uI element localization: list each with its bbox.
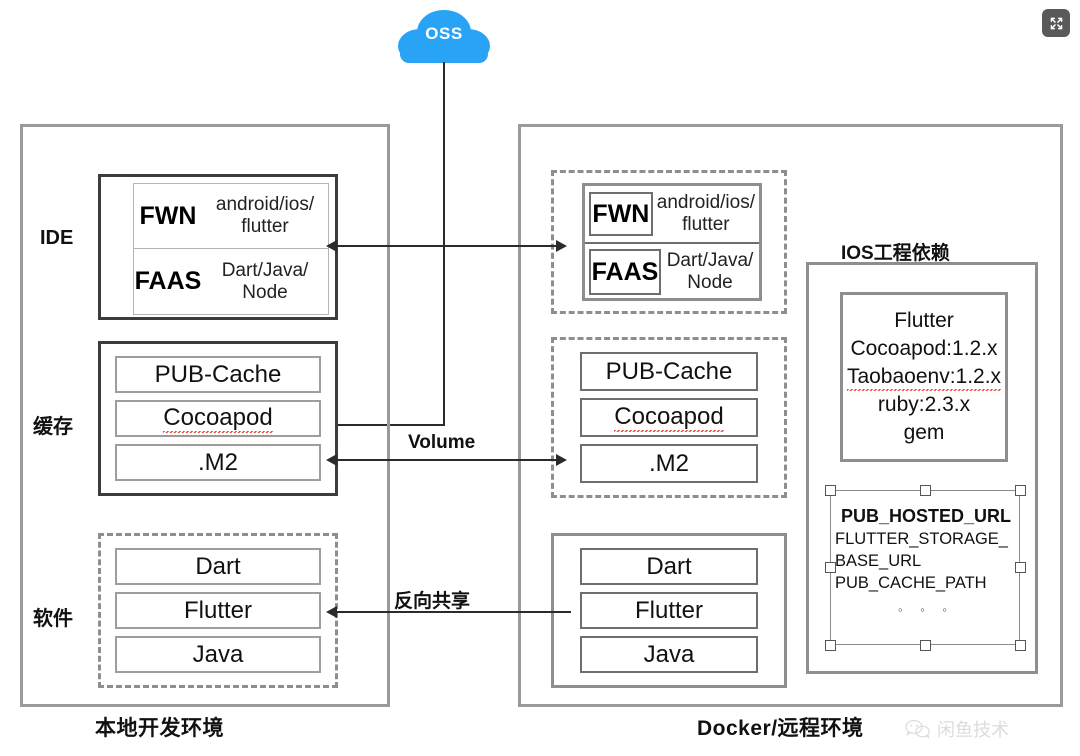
docker-cache-item-cocoapod-text: Cocoapod (614, 403, 724, 432)
env-var-flutter-storage: FLUTTER_STORAGE_ (835, 529, 1008, 548)
ios-dependencies-title: IOS工程依赖 (841, 243, 950, 264)
ios-dependency-cocoapod: Cocoapod:1.2.x (850, 335, 997, 363)
local-ide-row-fwn: FWN android/ios/ flutter (133, 183, 329, 249)
row-label-software: 软件 (33, 608, 73, 630)
local-cache-item-pub-cache: PUB-Cache (115, 356, 321, 393)
local-software-item-flutter: Flutter (115, 592, 321, 629)
resize-handle-s[interactable] (920, 640, 931, 651)
ios-dependency-ruby: ruby:2.3.x (877, 393, 971, 417)
docker-ide-fwn-value-line2: flutter (682, 214, 730, 235)
ios-dependencies-box: Flutter Cocoapod:1.2.x Taobaoenv:1.2.x r… (840, 292, 1008, 462)
ios-dependency-taobaoenv: Taobaoenv:1.2.x (846, 362, 1002, 392)
local-cache-item-cocoapod: Cocoapod (115, 400, 321, 437)
volume-connector-label: Volume (408, 432, 476, 453)
expand-arrows-icon (1050, 17, 1062, 29)
docker-cache-item-m2: .M2 (580, 444, 758, 483)
local-cache-item-cocoapod-text: Cocoapod (163, 404, 273, 433)
ios-dependency-cocoapod-text: Cocoapod:1.2.x (850, 336, 998, 360)
local-cache-item-m2: .M2 (115, 444, 321, 481)
docker-ide-fwn-value: android/ios/ flutter (653, 186, 759, 242)
fullscreen-button[interactable] (1042, 9, 1070, 37)
local-ide-fwn-value: android/ios/ flutter (202, 184, 328, 248)
docker-software-item-flutter: Flutter (580, 592, 758, 629)
docker-ide-row-faas: FAAS Dart/Java/ Node (585, 244, 759, 300)
docker-cache-group: PUB-Cache Cocoapod .M2 (551, 337, 787, 498)
resize-handle-w[interactable] (825, 562, 836, 573)
docker-software-group: Dart Flutter Java (551, 533, 787, 688)
local-environment-panel (20, 124, 390, 707)
local-ide-fwn-key: FWN (139, 201, 197, 230)
env-vars-box[interactable]: PUB_HOSTED_URL FLUTTER_STORAGE_ BASE_URL… (825, 485, 1026, 651)
local-ide-faas-value: Dart/Java/ Node (202, 249, 328, 314)
docker-software-item-dart: Dart (580, 548, 758, 585)
local-ide-row-faas: FAAS Dart/Java/ Node (133, 249, 329, 315)
local-ide-faas-value-line2: Node (242, 281, 288, 303)
local-ide-faas-value-line1: Dart/Java/ (221, 259, 309, 281)
volume-connector-line (336, 459, 558, 461)
docker-ide-inner: FWN android/ios/ flutter FAAS Dart/Java/… (582, 183, 762, 301)
docker-ide-row-fwn: FWN android/ios/ flutter (585, 186, 759, 244)
row-label-ide: IDE (40, 227, 74, 249)
wechat-icon (905, 719, 930, 739)
docker-ide-fwn-value-line1: android/ios/ (656, 192, 755, 214)
docker-software-item-java: Java (580, 636, 758, 673)
docker-environment-caption: Docker/远程环境 (697, 717, 864, 740)
local-software-item-java: Java (115, 636, 321, 673)
ide-connector-arrow-left (326, 240, 337, 252)
local-ide-fwn-value-line1: android/ios/ (215, 194, 315, 216)
reverse-share-connector-label: 反向共享 (394, 591, 471, 612)
ide-connector-line (336, 245, 558, 247)
docker-ide-faas-key: FAAS (589, 249, 661, 295)
watermark: 闲鱼技术 (905, 716, 1009, 742)
local-cache-group: PUB-Cache Cocoapod .M2 (98, 341, 338, 496)
oss-connector-horizontal (336, 424, 445, 426)
row-label-cache: 缓存 (33, 416, 73, 438)
volume-connector-arrow-left (326, 454, 337, 466)
cloud-shape-icon (398, 10, 490, 63)
local-software-item-dart: Dart (115, 548, 321, 585)
docker-ide-faas-value-line1: Dart/Java/ (666, 250, 754, 272)
resize-handle-sw[interactable] (825, 640, 836, 651)
docker-cache-item-pub-cache: PUB-Cache (580, 352, 758, 391)
resize-handle-nw[interactable] (825, 485, 836, 496)
reverse-share-connector-arrow-left (326, 606, 337, 618)
resize-handle-e[interactable] (1015, 562, 1026, 573)
docker-ide-group: FWN android/ios/ flutter FAAS Dart/Java/… (551, 170, 787, 314)
volume-connector-arrow-right (556, 454, 567, 466)
local-environment-caption: 本地开发环境 (95, 717, 224, 740)
env-var-pub-cache-path: PUB_CACHE_PATH (835, 573, 987, 592)
env-vars-list: PUB_HOSTED_URL FLUTTER_STORAGE_ BASE_URL… (831, 491, 1019, 618)
local-ide-fwn-value-line2: flutter (241, 216, 289, 237)
reverse-share-connector-line (336, 611, 571, 613)
ios-dependency-gem: gem (903, 421, 945, 445)
docker-cache-item-cocoapod: Cocoapod (580, 398, 758, 437)
local-ide-group: FWN android/ios/ flutter FAAS Dart/Java/… (98, 174, 338, 320)
docker-ide-faas-value: Dart/Java/ Node (661, 244, 759, 300)
oss-label: OSS (425, 24, 463, 43)
resize-handle-n[interactable] (920, 485, 931, 496)
resize-handle-ne[interactable] (1015, 485, 1026, 496)
oss-cloud: OSS (392, 6, 496, 68)
ios-dependency-flutter: Flutter (894, 309, 954, 333)
docker-ide-fwn-key: FWN (589, 192, 653, 236)
watermark-text: 闲鱼技术 (937, 720, 1009, 740)
docker-environment-panel (518, 124, 1063, 707)
ide-connector-arrow-right (556, 240, 567, 252)
env-var-base-url: BASE_URL (835, 551, 922, 570)
env-var-pub-hosted-url: PUB_HOSTED_URL (841, 506, 1012, 526)
env-vars-ellipsis: ◦ ◦ ◦ (897, 601, 955, 617)
ios-dependencies-panel: Flutter Cocoapod:1.2.x Taobaoenv:1.2.x r… (806, 262, 1038, 674)
oss-connector-vertical (443, 62, 445, 426)
docker-ide-faas-value-line2: Node (687, 272, 733, 293)
local-software-group: Dart Flutter Java (98, 533, 338, 688)
resize-handle-se[interactable] (1015, 640, 1026, 651)
local-ide-faas-key: FAAS (134, 267, 202, 295)
